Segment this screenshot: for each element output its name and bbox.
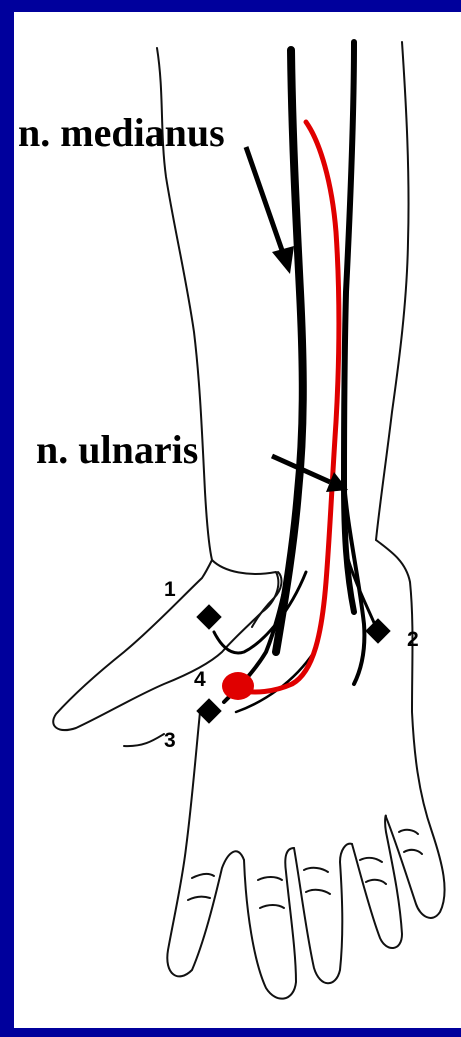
electrode-number-4: 4 xyxy=(194,668,206,692)
forearm-outline xyxy=(53,42,444,999)
electrode-number-1: 1 xyxy=(164,578,176,602)
electrode-1 xyxy=(196,604,221,629)
ulnar-nerve-label: n. ulnaris xyxy=(36,426,198,473)
hand-forearm-illustration xyxy=(14,12,461,1028)
diagram-canvas: n. medianus n. ulnaris 1 2 3 4 xyxy=(14,12,461,1028)
electrode-number-2: 2 xyxy=(407,628,419,652)
arrow-ulnar xyxy=(272,456,348,492)
median-nerve-label: n. medianus xyxy=(18,109,225,156)
nerve-trunks xyxy=(214,42,378,712)
arrow-median xyxy=(246,147,294,274)
electrode-number-3: 3 xyxy=(164,729,176,753)
electrode-2 xyxy=(365,618,390,643)
